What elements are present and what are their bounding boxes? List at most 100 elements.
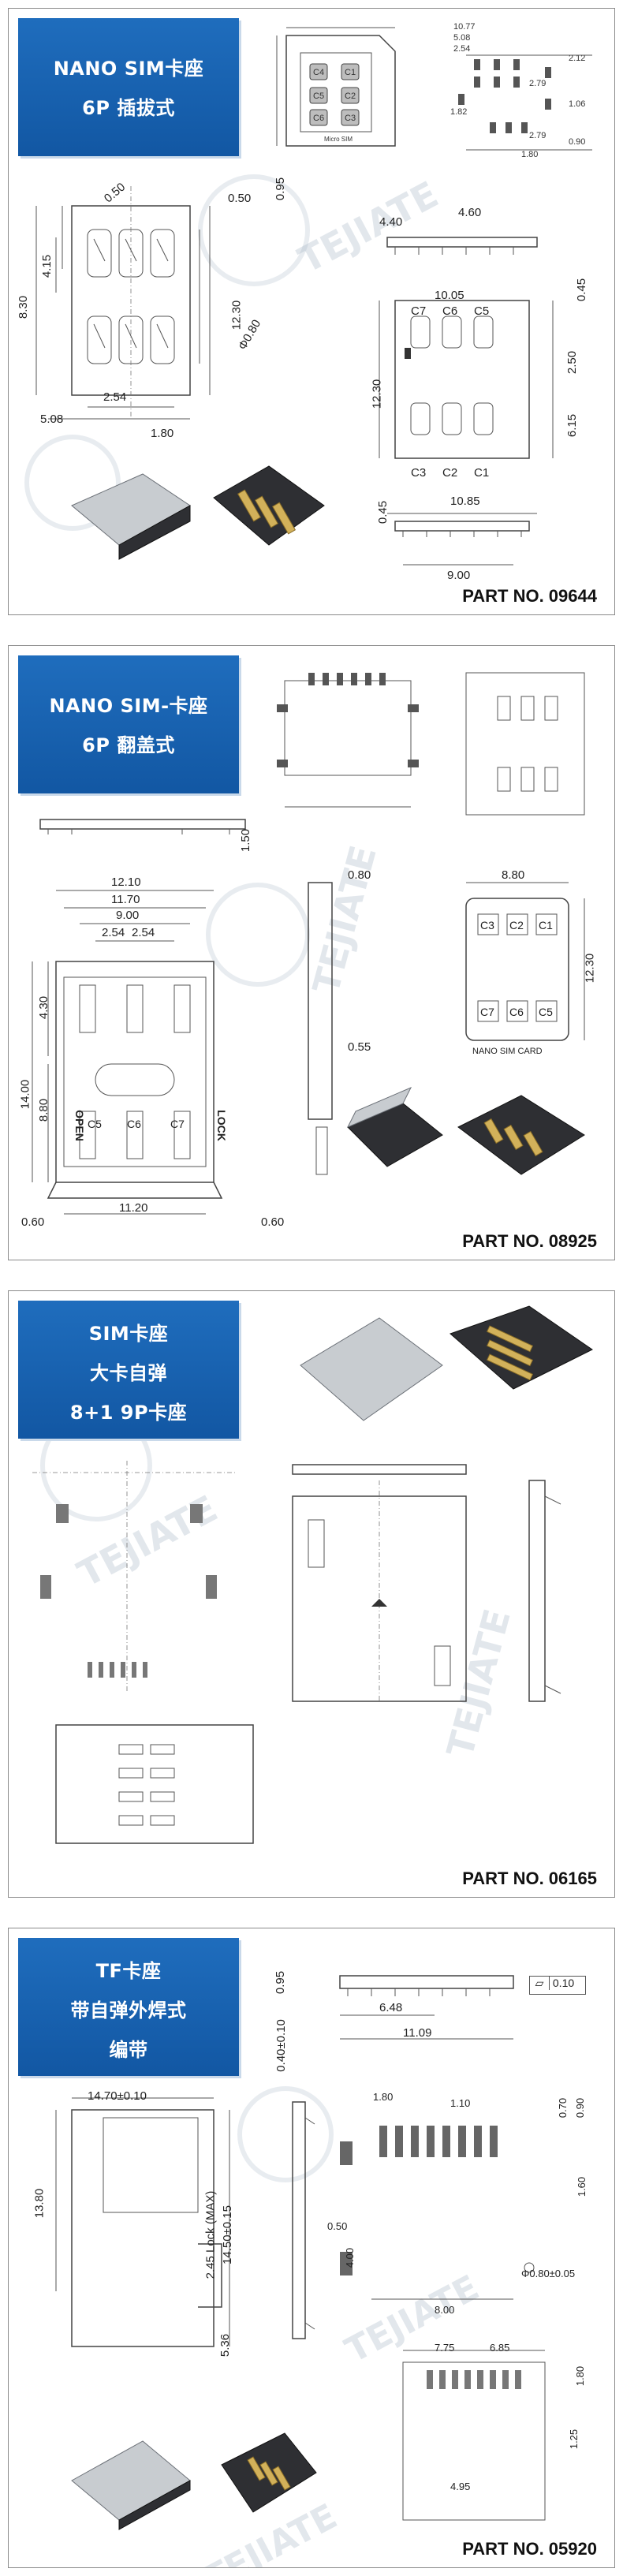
dim-label: 12.10	[111, 875, 141, 889]
dim-label: 2.79	[529, 131, 546, 140]
contact-label: C5	[88, 1118, 102, 1130]
dim-label: 0.60	[21, 1215, 45, 1229]
section-title-box: TF卡座 带自弹外焊式 编带	[18, 1938, 239, 2076]
dim-label: 0.50	[327, 2220, 348, 2232]
dim-label: 0.90	[574, 2097, 587, 2119]
dim-label: 0.50	[228, 192, 252, 205]
pad-layout-drawing	[340, 2126, 535, 2300]
dim-label: 14.70±0.10	[88, 2089, 147, 2103]
title-line-2: 大卡自弹	[90, 1362, 167, 1384]
title-line-1: NANO SIM卡座	[53, 58, 204, 80]
contact-label: C6	[442, 304, 458, 318]
sim-card-outline-drawing: C4 C1 C5 C2 C6 C3 Micro SIM	[276, 27, 396, 147]
connector-profile-view	[308, 882, 333, 1175]
dim-label: 0.45	[575, 278, 589, 302]
dim-label: 14.50±0.15	[220, 2205, 234, 2264]
title-line-1: SIM卡座	[88, 1323, 169, 1345]
card-side-view-drawing	[465, 672, 585, 816]
product-photo	[71, 2432, 317, 2530]
title-line-1: NANO SIM-卡座	[49, 695, 208, 717]
flatness-tolerance-box: ▱ 0.10	[529, 1976, 586, 1995]
title-line-2: 6P 翻盖式	[82, 734, 175, 756]
dim-label: 2.50	[565, 350, 580, 375]
dim-label: 2.54	[132, 926, 155, 939]
card-label: C5	[313, 91, 324, 101]
card-label: Micro SIM	[324, 136, 353, 143]
dim-label: 4.40	[379, 215, 403, 229]
contact-label: C3	[411, 466, 427, 480]
card-contact-label: C2	[509, 919, 524, 931]
section-title-box: NANO SIM卡座 6P 插拔式	[18, 18, 239, 156]
dim-label: 6.85	[490, 2342, 510, 2354]
dim-label: 4.60	[458, 206, 482, 219]
card-label: C4	[313, 68, 324, 77]
dim-label: 0.95	[274, 1970, 288, 1995]
dim-label: 1.06	[569, 99, 585, 109]
connector-bottom-side-view	[387, 513, 537, 566]
dim-label: 5.08	[40, 413, 64, 426]
dim-label: 9.00	[447, 569, 471, 582]
dim-label: 0.55	[348, 1040, 371, 1054]
dim-label: 11.20	[119, 1201, 148, 1215]
dim-label: 2.45 Lock (MAX)	[203, 2190, 218, 2279]
dim-label: 8.00	[435, 2304, 455, 2316]
dim-label: 2.79	[529, 79, 546, 88]
card-contact-label: C7	[480, 1006, 494, 1018]
dim-label: 6.48	[379, 2001, 403, 2014]
dim-label: 13.80	[32, 2188, 47, 2219]
lock-arrow-label: LOCK	[215, 1110, 228, 1141]
dim-label: 12.30	[229, 300, 244, 330]
connector-side-view	[339, 1975, 514, 2040]
product-photo	[346, 1087, 585, 1175]
dim-label: Φ0.80±0.05	[521, 2268, 576, 2279]
dim-label: 2.12	[569, 54, 585, 63]
dim-label: 14.00	[18, 1079, 32, 1110]
connector-top-view-drawing	[55, 2097, 230, 2347]
connector-profile-view	[292, 2101, 315, 2339]
section-nano-sim-flip: TEJIATE NANO SIM-卡座 6P 翻盖式 1.50	[8, 645, 615, 1260]
dim-label: 1.80	[151, 427, 174, 440]
card-label: C2	[345, 91, 356, 101]
dim-label: 10.77	[453, 22, 476, 32]
pad-layout-drawing	[32, 1461, 237, 1693]
connector-bottom-view-drawing	[55, 1724, 254, 1844]
card-contact-label: C3	[480, 919, 494, 931]
dim-label: 4.95	[450, 2481, 471, 2492]
title-line-1: TF卡座	[95, 1960, 162, 1982]
title-line-2: 6P 插拔式	[82, 97, 175, 119]
contact-label: C6	[127, 1118, 141, 1130]
dim-label: 2.54	[103, 390, 127, 404]
dim-label: 5.36	[218, 2333, 233, 2358]
contact-label: C7	[411, 304, 427, 318]
section-sim-self-eject: TEJIATE TEJIATE SIM卡座 大卡自弹 8+1 9P卡座	[8, 1290, 615, 1898]
product-photo	[300, 1305, 593, 1421]
dim-label: 1.10	[450, 2097, 471, 2109]
dim-label: 0.60	[261, 1215, 285, 1229]
card-label: C6	[313, 114, 324, 123]
pad-layout-drawing: 10.77 5.08 2.54 2.12 1.06 2.79 2.79 1.80…	[450, 22, 592, 159]
dim-label: 0.40±0.10	[274, 2019, 288, 2072]
dim-label: 1.82	[450, 107, 467, 117]
connector-top-view-drawing	[35, 186, 211, 420]
dim-label: 1.50	[239, 828, 253, 853]
connector-top-view-drawing	[32, 890, 223, 1215]
part-number: PART NO. 05920	[462, 2539, 597, 2559]
section-nano-sim-push-pull: TEJIATE NANO SIM卡座 6P 插拔式 C4 C1 C5 C2 C6…	[8, 8, 615, 615]
dim-label: 4.15	[40, 254, 54, 278]
open-arrow-label: OPEN	[73, 1110, 86, 1141]
dim-label: 12.30	[370, 379, 384, 409]
connector-top-view-drawing	[292, 1464, 467, 1702]
dim-label: 0.90	[569, 137, 585, 147]
card-contact-label: C1	[539, 919, 553, 931]
card-caption: NANO SIM CARD	[472, 1047, 543, 1056]
title-line-3: 8+1 9P卡座	[69, 1402, 188, 1424]
dim-label: 8.30	[17, 295, 31, 319]
dim-label: 1.60	[576, 2176, 588, 2197]
dim-label: 8.80	[502, 868, 525, 882]
tolerance-value: 0.10	[552, 1977, 575, 1989]
part-number: PART NO. 09644	[462, 586, 597, 606]
contact-label: C7	[170, 1118, 185, 1130]
card-label: C3	[345, 114, 356, 123]
dim-label: 4.30	[37, 995, 51, 1020]
dim-label: 9.00	[116, 909, 140, 922]
